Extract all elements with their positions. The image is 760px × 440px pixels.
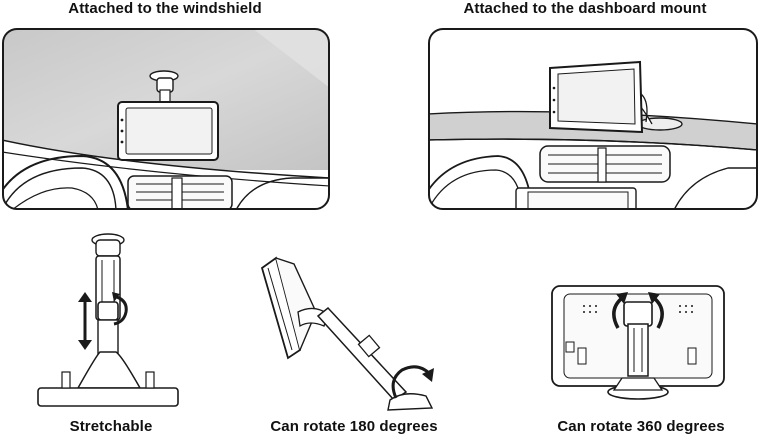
dual-curved-arrows-icon [606, 290, 670, 332]
semicircle-arrow-icon [386, 362, 436, 402]
caption-dashboard: Attached to the dashboard mount [463, 0, 707, 17]
caption-rotate360: Can rotate 360 degrees [557, 418, 725, 435]
dashboard-illustration [428, 28, 758, 210]
stretchable-illustration [34, 226, 184, 416]
caption-rotate180: Can rotate 180 degrees [270, 418, 438, 435]
curved-arrow-icon [112, 292, 130, 328]
caption-windshield: Attached to the windshield [68, 0, 262, 17]
double-vertical-arrow-icon [78, 292, 92, 350]
rotate-180-illustration [254, 254, 444, 414]
rotate-360-illustration [550, 284, 726, 412]
windshield-illustration [2, 28, 330, 210]
caption-stretchable: Stretchable [69, 418, 153, 435]
